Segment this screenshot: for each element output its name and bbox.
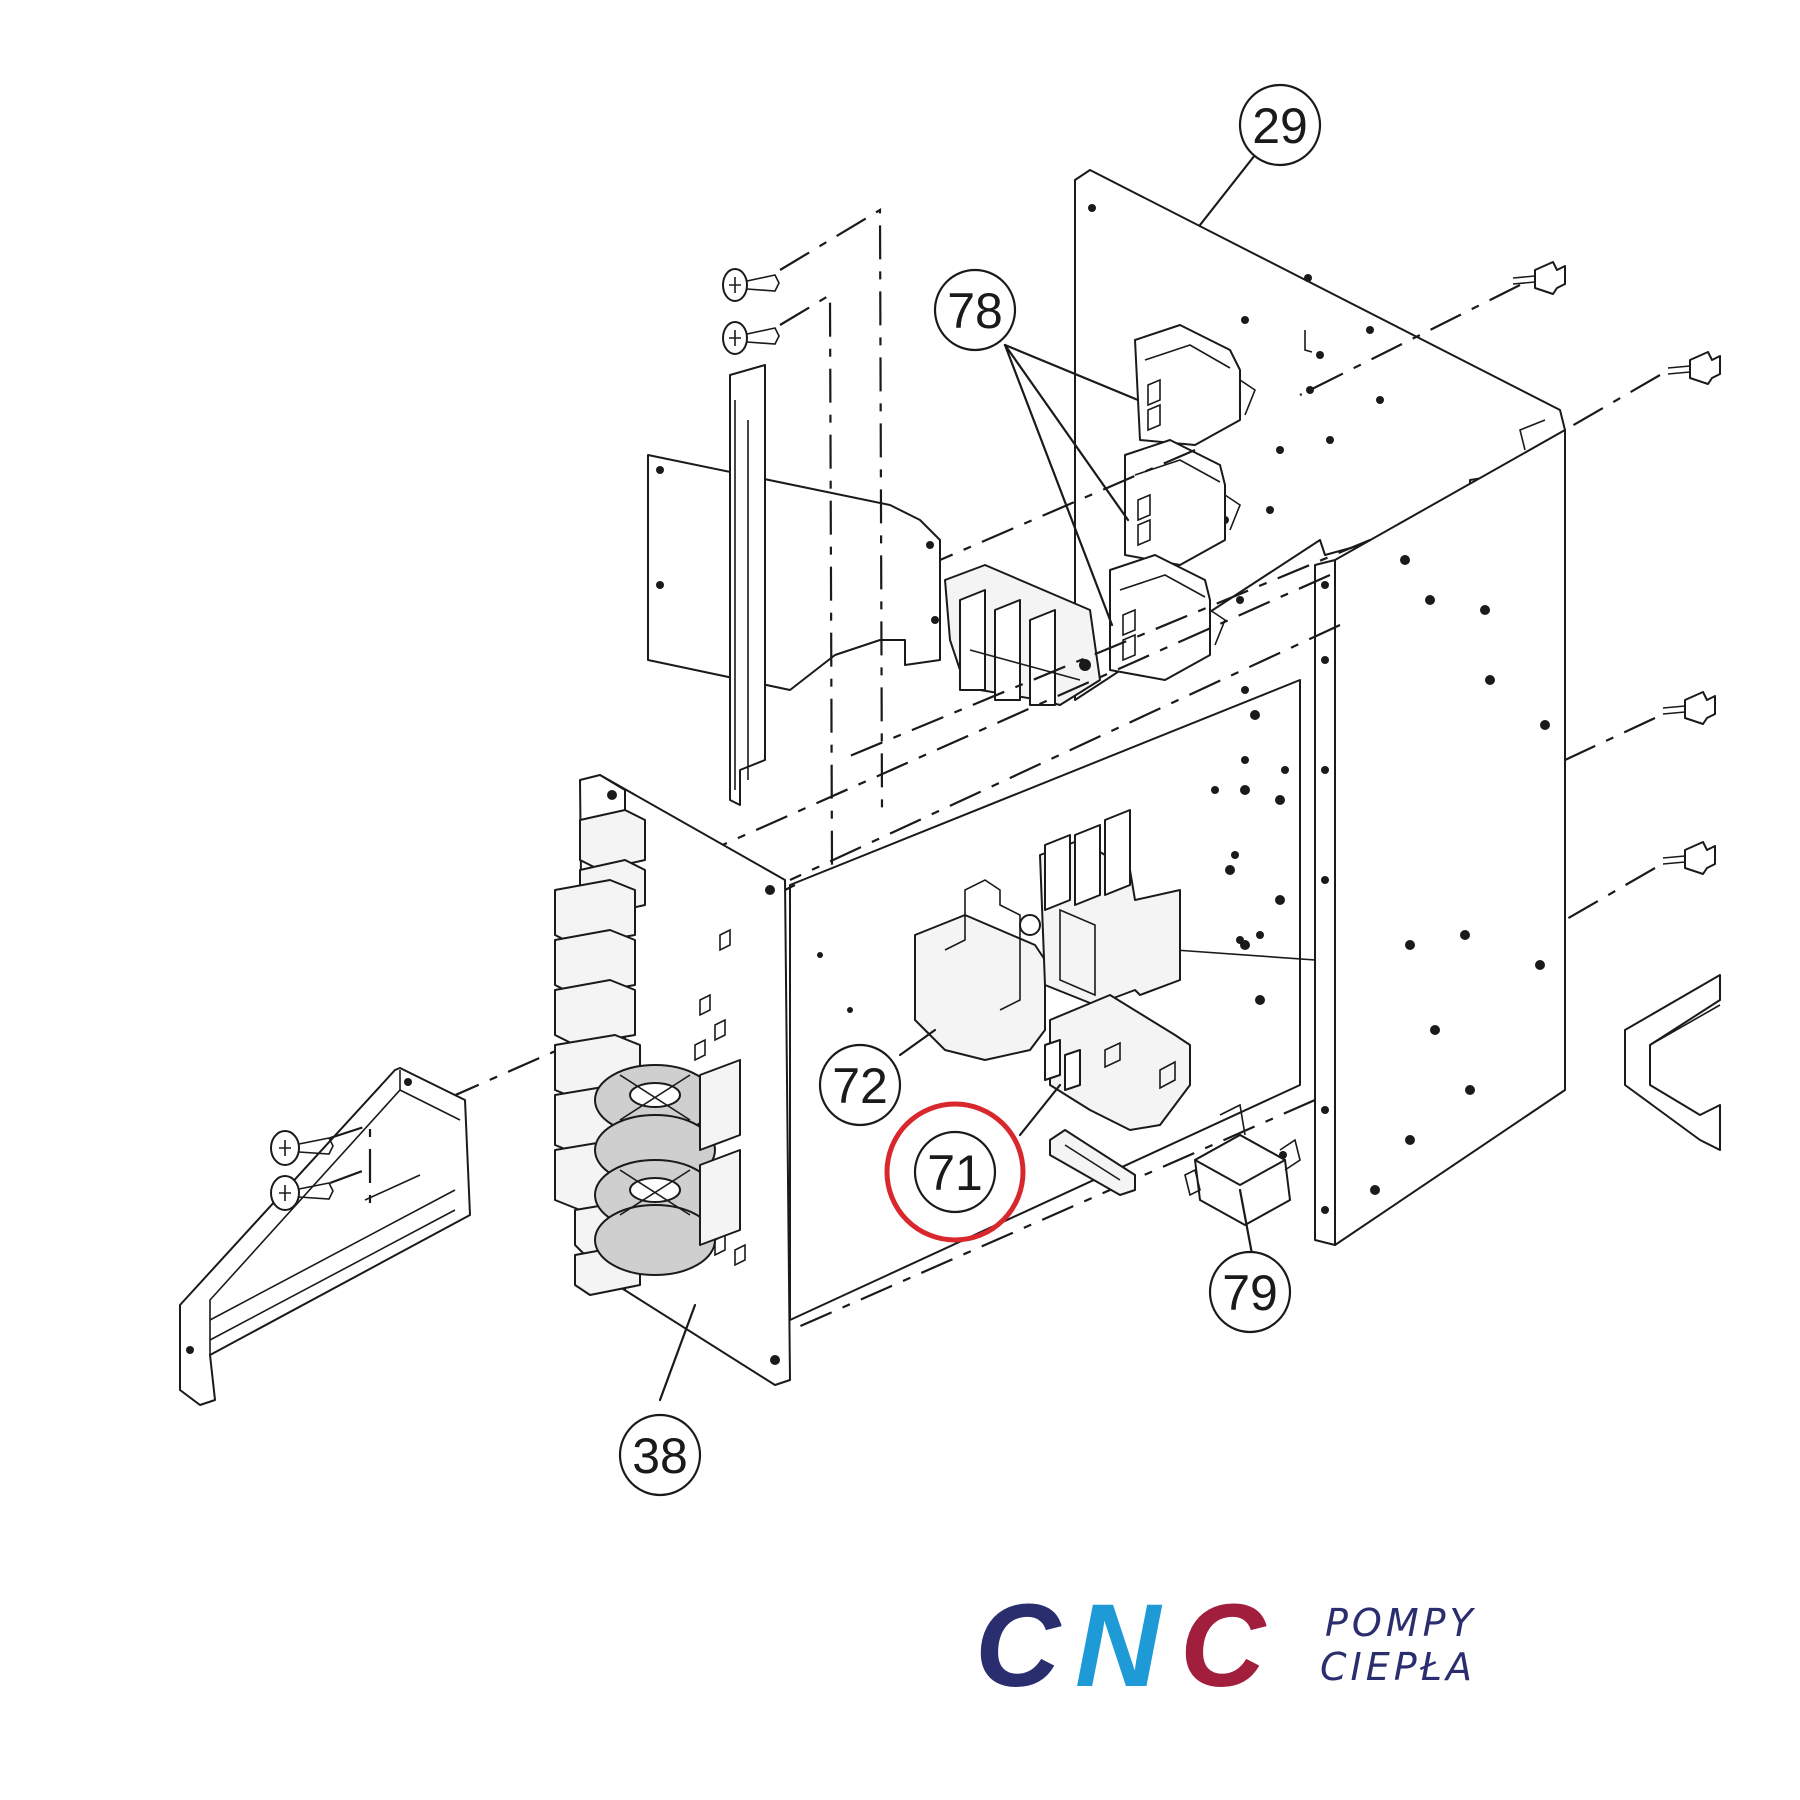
callout-38-label: 38 [632,1428,688,1484]
callout-79-label: 79 [1222,1265,1278,1321]
callout-71-highlight-ring [884,1101,1026,1243]
callout-72-label: 72 [832,1058,888,1114]
callout-79: 79 [1208,1250,1292,1334]
connector-strip [1049,1129,1136,1196]
callout-71-label: 71 [927,1145,983,1201]
logo-letter-c2: C [1180,1588,1267,1698]
upper-left-screws [722,208,884,871]
upper-bracket [647,364,941,806]
dashed-guides [409,448,1371,1337]
cnc-pompy-ciepla-logo: C N C POMPY CIEPŁA [975,1588,1477,1698]
leader-lines [898,153,1257,1137]
callout-71: 71 [884,1101,1026,1243]
contactor-72 [914,809,1181,1061]
relay-71 [1044,994,1191,1131]
callout-38: 38 [618,1413,702,1497]
right-edge-bracket [1624,974,1721,1151]
logo-letter-n: N [1075,1588,1163,1698]
connectors-78 [1003,324,1256,681]
left-bracket [179,1067,471,1406]
right-side-panel [1314,429,1566,1246]
callout-78-label: 78 [947,283,1003,339]
logo-letter-c1: C [975,1588,1062,1698]
callout-78: 78 [933,268,1017,352]
callout-29: 29 [1238,83,1322,167]
mid-panel [789,679,1301,1321]
pcb-38 [554,774,791,1402]
callout-72: 72 [818,1043,902,1127]
filter-79 [1184,1103,1301,1272]
logo-tagline-line2: CIEPŁA [1320,1645,1476,1689]
callout-29-label: 29 [1252,98,1308,154]
right-screws [1299,261,1721,921]
logo-tagline-line1: POMPY [1325,1601,1477,1645]
terminal-block [944,564,1101,706]
